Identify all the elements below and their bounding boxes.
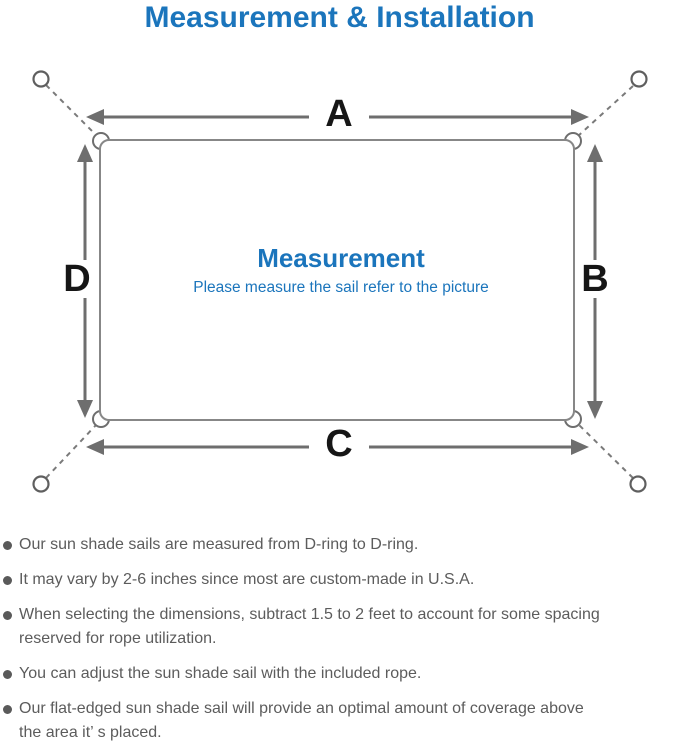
rope-dashed-lines [45, 84, 634, 479]
arrow-down-icon [587, 401, 603, 419]
anchor-point-icons [32, 70, 648, 493]
bullet-dot-icon [3, 670, 12, 679]
anchor-point-icon-top-right [630, 70, 648, 88]
sail-measurement-diagram: A C D B Measurement Please measure the s… [32, 70, 648, 493]
diagram-center-subtitle: Please measure the sail refer to the pic… [193, 279, 489, 296]
arrow-down-icon [77, 400, 93, 418]
note-text: It may vary by 2-6 inches since most are… [19, 571, 475, 588]
arrow-left-icon [86, 109, 104, 125]
dimension-label-a: A [325, 93, 352, 135]
bullet-dot-icon [3, 576, 12, 585]
arrow-up-icon [587, 144, 603, 162]
arrow-left-icon [86, 439, 104, 455]
dimension-label-d: D [63, 258, 90, 300]
sail-outline [99, 139, 575, 421]
list-item: Our flat-edged sun shade sail will provi… [3, 697, 671, 745]
anchor-point-icon-bottom-left [32, 475, 50, 493]
bullet-dot-icon [3, 541, 12, 550]
anchor-point-icon-bottom-right [629, 475, 647, 493]
bullet-dot-icon [3, 705, 12, 714]
rope-line-bottom-right [577, 423, 634, 479]
note-text: You can adjust the sun shade sail with t… [19, 665, 422, 682]
arrow-up-icon [77, 144, 93, 162]
arrow-right-icon [571, 439, 589, 455]
note-text: Our sun shade sails are measured from D-… [19, 536, 419, 553]
note-text: When selecting the dimensions, subtract … [19, 606, 600, 647]
rope-line-bottom-left [45, 423, 98, 479]
dimension-arrow-d: D [63, 144, 93, 418]
rope-line-top-left [45, 84, 98, 137]
measurement-infographic: { "title": "Measurement & Installation",… [3, 1, 648, 741]
list-item: It may vary by 2-6 inches since most are… [3, 568, 671, 592]
rope-line-top-right [577, 85, 634, 137]
dimension-arrow-c: C [86, 423, 589, 465]
dimension-label-b: B [581, 258, 608, 300]
note-text: Our flat-edged sun shade sail will provi… [19, 700, 584, 741]
diagram-center-title: Measurement [257, 243, 425, 273]
list-item: When selecting the dimensions, subtract … [3, 603, 671, 651]
anchor-point-icon-top-left [32, 70, 50, 88]
dimension-label-c: C [325, 423, 352, 465]
dimension-arrow-a: A [86, 93, 589, 135]
list-item: Our sun shade sails are measured from D-… [3, 533, 671, 557]
dimension-arrow-b: B [581, 144, 609, 419]
page-title: Measurement & Installation [144, 1, 535, 34]
notes-list: Our sun shade sails are measured from D-… [3, 533, 671, 756]
list-item: You can adjust the sun shade sail with t… [3, 662, 671, 686]
bullet-dot-icon [3, 611, 12, 620]
arrow-right-icon [571, 109, 589, 125]
